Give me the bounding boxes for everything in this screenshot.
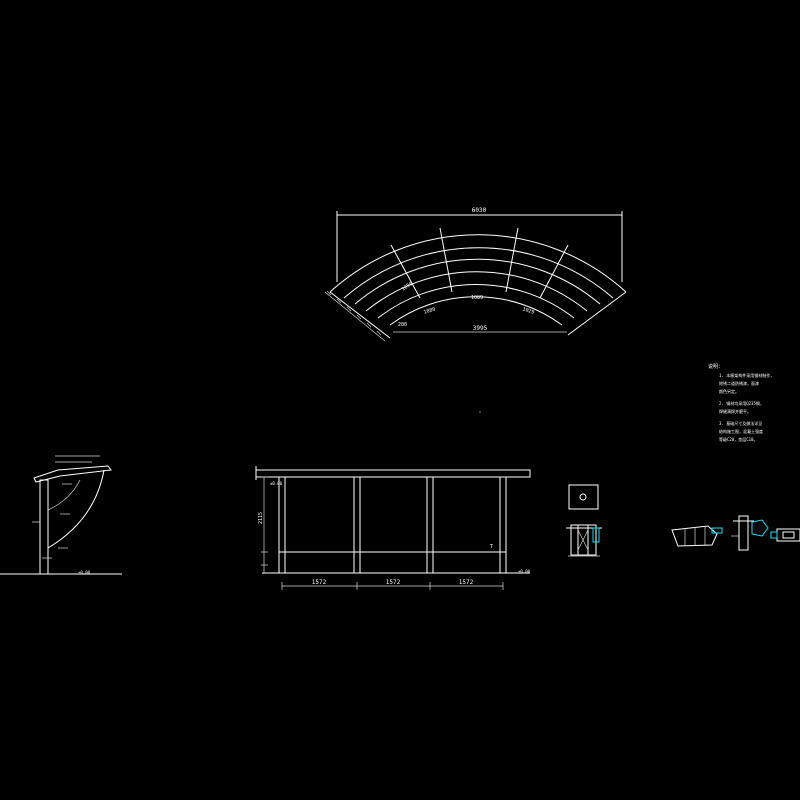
base-section <box>570 524 597 556</box>
notes-title: 说明： <box>708 363 723 370</box>
plan-end-right <box>567 291 627 336</box>
base-bolt-circle <box>579 493 587 501</box>
joint-detail-left <box>671 525 718 547</box>
elevation-bay-dim-1: 1572 <box>312 579 327 586</box>
plan-radial-4 <box>539 244 569 299</box>
plan-radius-label: 1050 <box>401 281 414 293</box>
plan-left-dim-ticks <box>326 290 382 336</box>
plan-arc-inner <box>389 296 563 326</box>
plan-end-left <box>329 291 391 339</box>
elevation-ground-label: ±0.00 <box>518 569 531 574</box>
side-section-view: ±0.00 <box>0 455 122 575</box>
design-notes: 说明： 1. 本廊架构件采用钢材制作， 除锈二道防锈漆，面漆 颜色另定。 2. … <box>708 363 774 442</box>
plan-chord-label: 3995 <box>473 325 488 332</box>
base-weld-highlight <box>592 527 600 543</box>
plan-arc-outer <box>329 234 627 293</box>
joint-details <box>671 515 800 551</box>
plan-arc-2 <box>343 247 614 299</box>
plan-radial-3 <box>505 227 519 293</box>
plan-radial-2 <box>439 227 453 293</box>
joint-detail-middle <box>738 515 749 551</box>
plan-mid-segment-label: 1089 <box>471 295 483 301</box>
plan-arc-4 <box>365 271 588 312</box>
elevation-column-4 <box>499 476 507 574</box>
plan-radial-1 <box>390 244 421 299</box>
plan-left-dim-line <box>324 291 386 342</box>
note-line: 等级C20，垫层C10。 <box>719 436 757 442</box>
section-ground-label: ±0.00 <box>78 570 91 575</box>
section-column <box>39 479 49 575</box>
plan-view: 6030 1050 200 1089 1080 1029 <box>324 207 627 342</box>
front-elevation-view: 2115 ±0.00 ±0.00 T 1572 1572 1572 <box>255 466 531 590</box>
elevation-top-label: ±0.00 <box>270 481 283 486</box>
elevation-column-1 <box>278 476 286 574</box>
note-line: 除锈二道防锈漆，面漆 <box>719 380 759 386</box>
plan-inner-segment-label: 1080 <box>423 306 436 315</box>
note-line: 颜色另定。 <box>719 388 739 394</box>
elevation-bay-dim-2: 1572 <box>386 579 401 586</box>
plan-overall-width-label: 6030 <box>472 207 487 214</box>
section-canopy-beam <box>33 465 112 483</box>
elevation-column-2 <box>353 476 361 574</box>
column-base-detail <box>566 484 602 557</box>
note-line: 结构施工图，混凝土强度 <box>719 428 763 434</box>
elevation-bay-dim-3: 1572 <box>459 579 474 586</box>
plan-small-dim-label: 200 <box>398 322 407 328</box>
elevation-height-label: 2115 <box>258 512 264 524</box>
base-plate-plan <box>568 484 599 510</box>
note-line: 3. 基础尺寸及做法详见 <box>719 420 762 426</box>
svg-text:T: T <box>490 544 493 550</box>
elevation-column-3 <box>426 476 434 574</box>
plan-arc-3 <box>354 258 601 305</box>
note-line: 1. 本廊架构件采用钢材制作， <box>719 372 774 378</box>
section-curved-brace <box>47 469 105 549</box>
elevation-top-beam <box>255 469 531 478</box>
note-line: 焊缝满焊并磨平。 <box>719 408 751 414</box>
note-line: 2. 钢材均采用Q235钢， <box>719 400 764 406</box>
joint-weld-highlight <box>751 519 769 537</box>
plan-right-segment-label: 1029 <box>522 306 535 315</box>
joint-detail-right <box>776 528 800 542</box>
plan-arc-5 <box>377 284 575 319</box>
